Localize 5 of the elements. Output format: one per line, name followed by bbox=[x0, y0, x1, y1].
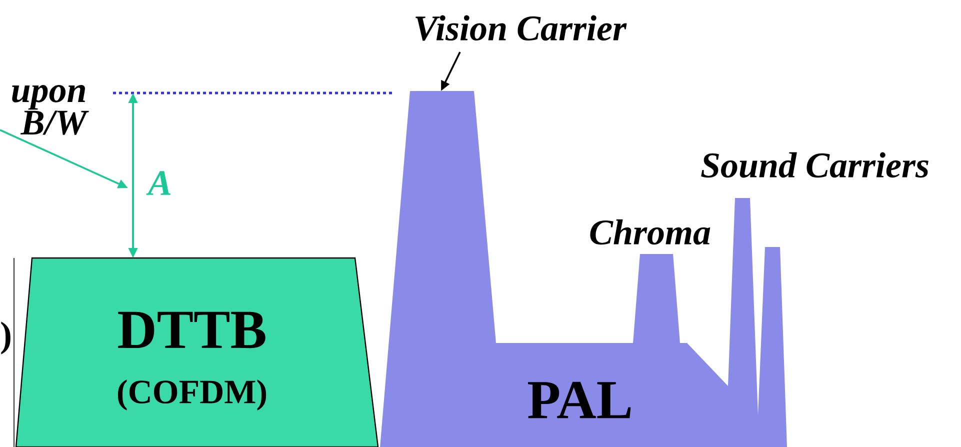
trapezoid-band: DTTB (COFDM) bbox=[15, 257, 379, 447]
label-text: Vision Carrier bbox=[416, 15, 627, 41]
peak-label: Chroma bbox=[590, 219, 710, 245]
dimension-label: A bbox=[146, 171, 171, 195]
label-text: upon B/W bbox=[12, 85, 89, 135]
